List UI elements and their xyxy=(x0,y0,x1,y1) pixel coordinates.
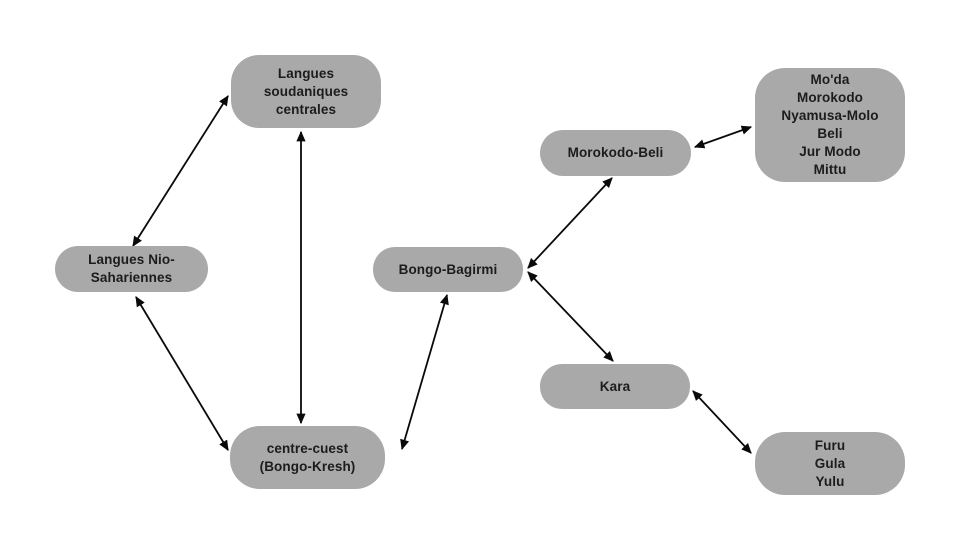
node-label-line: Morokodo xyxy=(796,90,864,105)
node-label-line: Yulu xyxy=(815,473,845,489)
node-centre-cuest-bongo-kresh: centre-cuest (Bongo-Kresh) xyxy=(230,426,385,489)
node-label-line: Kara xyxy=(599,378,631,394)
node-label-line: Gula xyxy=(814,455,846,471)
node-label-line: Langues xyxy=(277,65,335,81)
node-bongo-bagirmi: Bongo-Bagirmi xyxy=(373,247,523,292)
node-label-line: Sahariennes xyxy=(90,270,173,285)
node-label-line: centre-cuest xyxy=(266,440,349,456)
node-label-line: (Bongo-Kresh) xyxy=(259,458,356,474)
node-kara: Kara xyxy=(540,364,690,409)
node-label-line: Langues Nio- xyxy=(88,252,175,267)
node-langues-soudaniques-centrales: Langues soudaniques centrales xyxy=(231,55,381,128)
node-label-line: soudaniques xyxy=(263,83,349,99)
node-label-line: Beli xyxy=(817,126,843,141)
node-label-line: Jur Modo xyxy=(799,144,861,159)
node-label-line: Nyamusa-Molo xyxy=(781,108,879,123)
node-morokodo-beli: Morokodo-Beli xyxy=(540,130,691,176)
node-langues-nio-sahariennes: Langues Nio- Sahariennes xyxy=(55,246,208,292)
node-label-line: Mittu xyxy=(813,162,847,177)
node-label-line: Morokodo-Beli xyxy=(567,145,664,160)
node-label-line: Mo'da xyxy=(810,72,850,87)
node-label-line: Furu xyxy=(814,437,846,453)
node-label-line: Bongo-Bagirmi xyxy=(398,261,498,277)
node-label-line: centrales xyxy=(275,101,337,117)
